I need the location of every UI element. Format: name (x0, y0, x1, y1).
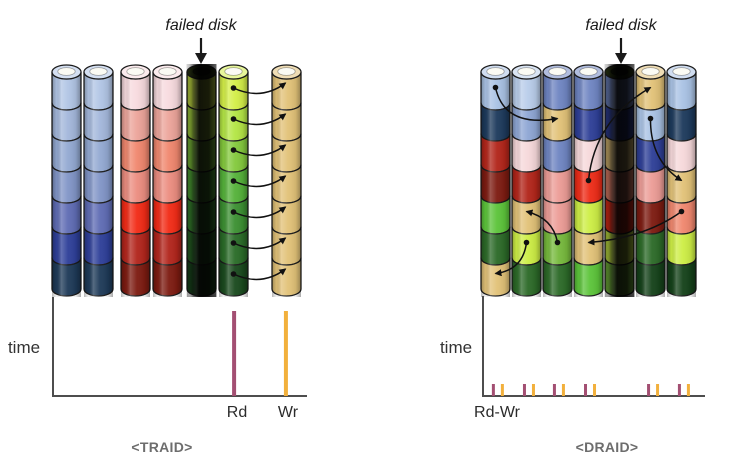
rebuild-arrow (492, 84, 559, 124)
draid-failed-disk-label: failed disk (585, 17, 657, 34)
write-tick (686, 384, 690, 396)
rebuild-arrow (230, 113, 287, 126)
traid-failed-pointer-icon (195, 38, 207, 64)
disk-column (666, 64, 697, 297)
traid-timeline (52, 297, 307, 397)
traid-failed-disk-label: failed disk (165, 17, 237, 34)
surviving-mirror-disk (218, 64, 249, 297)
rebuild-arrow (230, 268, 287, 281)
read-tick (552, 384, 556, 396)
spare-disk (271, 64, 302, 297)
traid-disk-array (51, 64, 302, 297)
write-tick (500, 384, 504, 396)
failed-disk (186, 64, 217, 297)
io-event-bar (283, 311, 288, 396)
rebuild-arrow (525, 209, 561, 246)
mirror-a-disk-1 (51, 64, 82, 297)
disk-column (635, 64, 666, 297)
failed-disk-column (604, 64, 635, 297)
rebuild-arrow (230, 206, 287, 219)
rebuild-arrow (230, 175, 287, 188)
draid-time-axis-label: time (440, 338, 472, 357)
rebuild-arrow (494, 239, 530, 277)
mirror-a-disk-2 (83, 64, 114, 297)
draid-failed-pointer-icon (615, 38, 627, 64)
disk-column (511, 64, 542, 297)
read-tick (491, 384, 495, 396)
traid-write-tick-label: Wr (278, 404, 299, 421)
draid-disk-array (480, 64, 697, 297)
traid-read-tick-label: Rd (227, 404, 247, 421)
traid-caption: <TRAID> (131, 439, 192, 455)
read-tick (584, 384, 588, 396)
read-tick (647, 384, 651, 396)
rebuild-arrow (230, 144, 287, 157)
disk-column (480, 64, 511, 297)
read-tick (522, 384, 526, 396)
write-tick (656, 384, 660, 396)
rebuild-arrow (230, 237, 287, 250)
draid-rdwr-tick-label: Rd-Wr (474, 404, 521, 421)
rebuild-arrow (647, 115, 683, 182)
traid-rebuild-arrows (230, 82, 287, 281)
traid-time-axis-label: time (8, 338, 40, 357)
disk-column (542, 64, 573, 297)
draid-rebuild-arrows (492, 84, 685, 277)
write-tick (561, 384, 565, 396)
mirror-b-disk-2 (152, 64, 183, 297)
disk-column (573, 64, 604, 297)
write-tick (593, 384, 597, 396)
write-tick (531, 384, 535, 396)
rebuild-arrow (585, 86, 652, 184)
draid-timeline (482, 296, 705, 397)
read-tick (677, 384, 681, 396)
io-event-bar (232, 311, 237, 396)
mirror-b-disk-1 (120, 64, 151, 297)
rebuild-arrow (230, 82, 287, 95)
rebuild-arrow (587, 208, 685, 246)
draid-caption: <DRAID> (576, 439, 639, 455)
